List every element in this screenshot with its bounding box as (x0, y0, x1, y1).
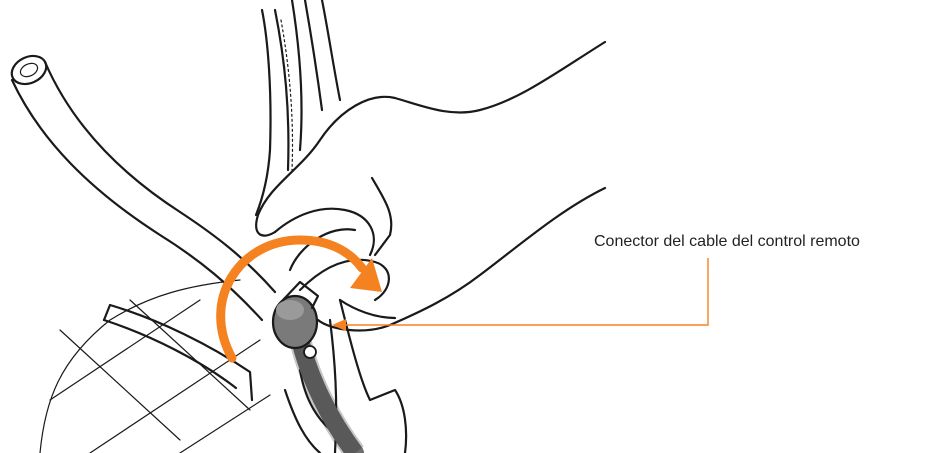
hand (256, 42, 605, 330)
armrest-frame (256, 0, 340, 215)
callout-label: Conector del cable del control remoto (594, 233, 860, 251)
seat-cushion (40, 280, 270, 453)
callout-leader (332, 258, 708, 331)
